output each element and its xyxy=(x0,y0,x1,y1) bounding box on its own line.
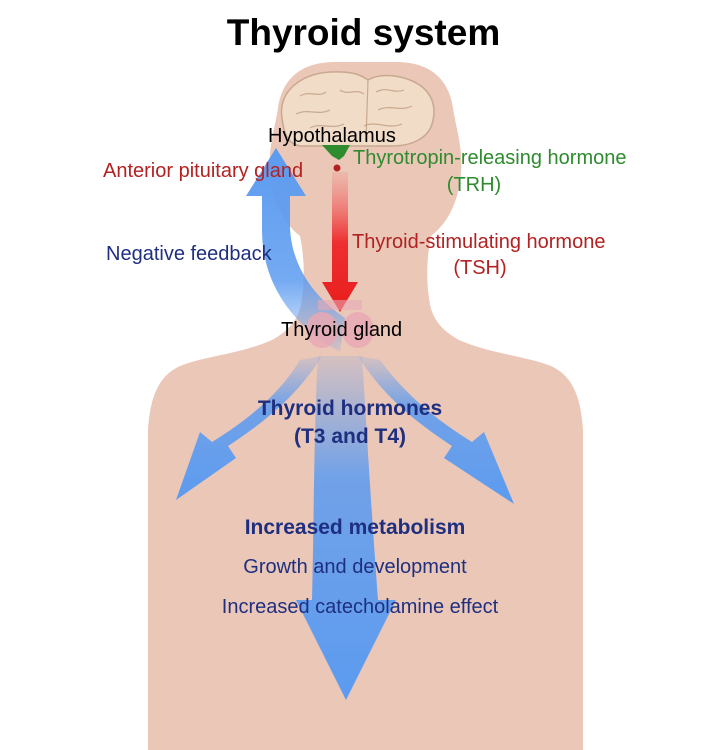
negative-feedback-label: Negative feedback xyxy=(106,243,272,265)
thyroid-hormones-label: Thyroid hormones xyxy=(257,397,443,420)
body-silhouette xyxy=(148,62,583,750)
thyroid-gland-graphic xyxy=(306,300,374,348)
hormone-arrow-right xyxy=(358,356,514,504)
anterior-pituitary-label: Anterior pituitary gland xyxy=(103,160,304,182)
hypothalamus-graphic xyxy=(322,145,350,160)
hormone-arrow-left xyxy=(176,356,322,500)
brain-graphic xyxy=(280,71,435,147)
thyroid-gland-label: Thyroid gland xyxy=(281,319,403,341)
trh-name-label: Thyrotropin-releasing hormone xyxy=(353,147,627,169)
trh-abbr-label: (TRH) xyxy=(446,174,502,196)
tsh-name-label: Thyroid-stimulating hormone xyxy=(352,231,606,253)
increased-metabolism-label: Increased metabolism xyxy=(244,516,466,539)
thyroid-hormones-sub-label: (T3 and T4) xyxy=(293,425,406,448)
tsh-arrow xyxy=(322,172,358,312)
catecholamine-label: Increased catecholamine effect xyxy=(221,596,499,618)
hypothalamus-label: Hypothalamus xyxy=(268,125,396,147)
growth-development-label: Growth and development xyxy=(243,556,467,578)
hormone-arrow-down xyxy=(296,356,396,700)
diagram-title: Thyroid system xyxy=(226,12,501,53)
tsh-abbr-label: (TSH) xyxy=(453,257,507,279)
pituitary-dot xyxy=(333,164,341,172)
